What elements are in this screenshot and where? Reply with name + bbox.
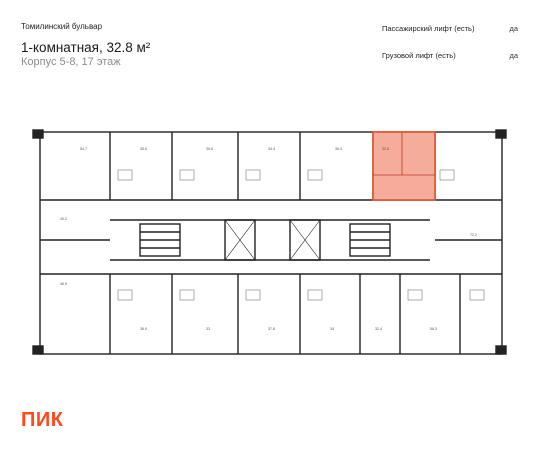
room-label: 72.2 bbox=[470, 233, 477, 237]
room-label: 33 bbox=[206, 327, 210, 331]
complex-name: Томилинский бульвар bbox=[21, 22, 103, 31]
spec-passenger-lift: Пассажирский лифт (есть) да bbox=[382, 24, 518, 33]
room-label: 37.8 bbox=[268, 327, 275, 331]
room-label: 34.4 bbox=[268, 147, 275, 151]
room-label: 40.2 bbox=[60, 217, 67, 221]
room-label: 32.8 bbox=[382, 147, 389, 151]
room-label: 58.3 bbox=[430, 327, 437, 331]
building-floor: Корпус 5-8, 17 этаж bbox=[21, 56, 121, 68]
spec-freight-lift: Грузовой лифт (есть) да bbox=[382, 51, 518, 60]
wall-block bbox=[32, 345, 44, 355]
room-label: 35.6 bbox=[140, 147, 147, 151]
room-label: 36.4 bbox=[335, 147, 342, 151]
spec-label: Пассажирский лифт (есть) bbox=[382, 24, 475, 33]
wall-block bbox=[32, 129, 44, 139]
room-label: 54.7 bbox=[80, 147, 87, 151]
highlighted-apartment bbox=[372, 131, 436, 201]
outer-wall bbox=[39, 131, 503, 355]
apartment-title: 1-комнатная, 32.8 м² bbox=[21, 40, 151, 55]
spec-value: да bbox=[509, 51, 518, 60]
pik-logo: ПИК bbox=[21, 409, 64, 431]
room-label: 35.6 bbox=[206, 147, 213, 151]
room-label: 32.4 bbox=[375, 327, 382, 331]
spec-label: Грузовой лифт (есть) bbox=[382, 51, 456, 60]
room-label: 36.9 bbox=[140, 327, 147, 331]
wall-block bbox=[495, 129, 507, 139]
room-label: 34 bbox=[330, 327, 334, 331]
spec-value: да bbox=[509, 24, 518, 33]
wall-block bbox=[495, 345, 507, 355]
room-label: 46.9 bbox=[60, 282, 67, 286]
floor-plan: 54.7 35.6 35.6 34.4 36.4 32.8 36.9 33 37… bbox=[32, 129, 507, 355]
